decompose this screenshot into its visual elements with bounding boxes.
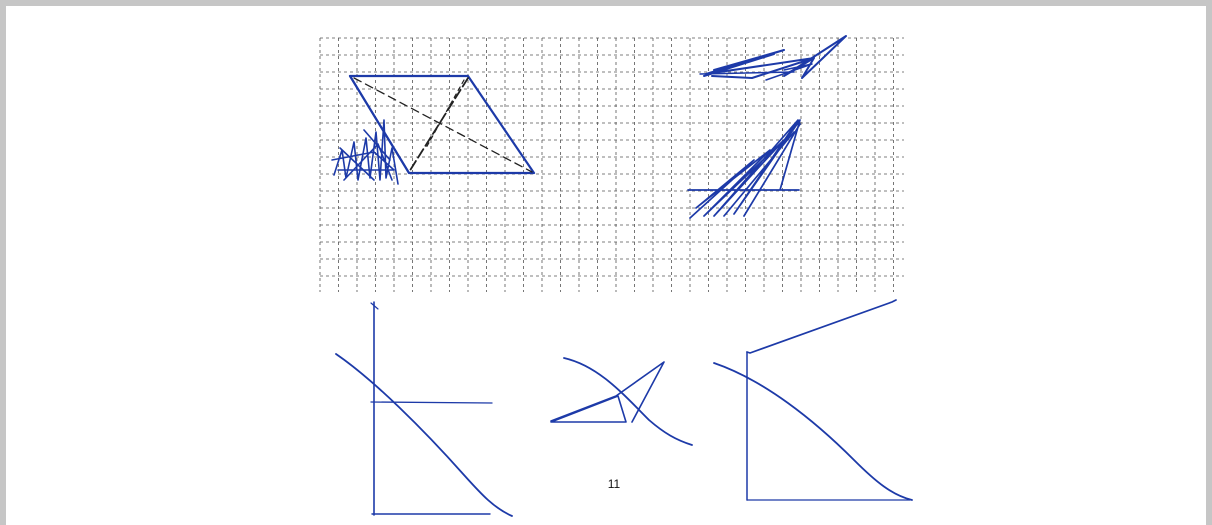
viewer-frame-right	[1206, 0, 1212, 525]
graph1-horizontal-line	[371, 402, 492, 403]
graph2-triangle	[551, 396, 626, 422]
graph3-curve	[714, 363, 912, 500]
graph2-triangle-upper	[551, 362, 664, 422]
page-number: 11	[584, 477, 644, 491]
parallelogram-left-edge	[350, 76, 409, 173]
page-drawing	[314, 20, 914, 525]
parallelogram-sketch	[332, 76, 534, 184]
graph3-angled-line	[747, 300, 896, 353]
scribble-top-right	[700, 36, 846, 80]
graph1-curve	[336, 354, 512, 516]
scribble-mid-right	[688, 120, 800, 218]
graph2-curve	[564, 358, 692, 445]
scanned-page: 11	[314, 20, 914, 525]
viewer-frame-left	[0, 0, 6, 525]
viewer-frame-top	[0, 0, 1212, 6]
